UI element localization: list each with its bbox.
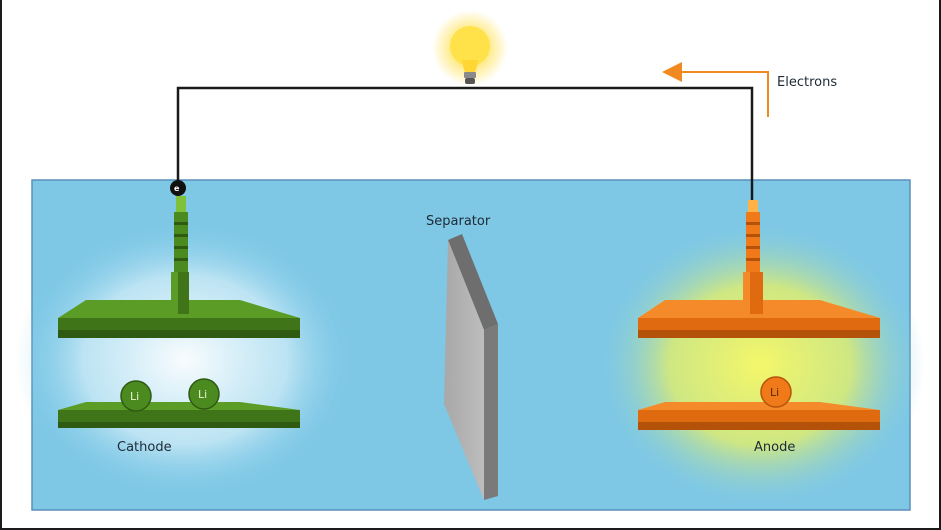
anode-glow — [595, 220, 925, 510]
li-ion-label: Li — [130, 390, 139, 403]
li-ion-label: Li — [198, 388, 207, 401]
electron: e — [170, 180, 186, 196]
light-bulb-icon — [432, 10, 508, 86]
cathode-glow — [15, 220, 355, 500]
anode-label: Anode — [754, 440, 795, 455]
li-ion-anode: Li — [760, 376, 792, 408]
electron-label: e — [174, 184, 180, 193]
anode-electrode — [638, 200, 880, 430]
li-ion-cathode-1: Li — [120, 380, 152, 412]
electrons-label: Electrons — [777, 75, 837, 90]
separator — [444, 234, 498, 500]
cathode-label: Cathode — [117, 440, 172, 455]
cathode-electrode — [58, 196, 300, 428]
li-ion-cathode-2: Li — [188, 378, 220, 410]
li-ion-label: Li — [770, 386, 779, 399]
external-wire — [176, 86, 754, 205]
arrow-left-icon — [662, 62, 769, 117]
separator-label: Separator — [426, 214, 491, 229]
